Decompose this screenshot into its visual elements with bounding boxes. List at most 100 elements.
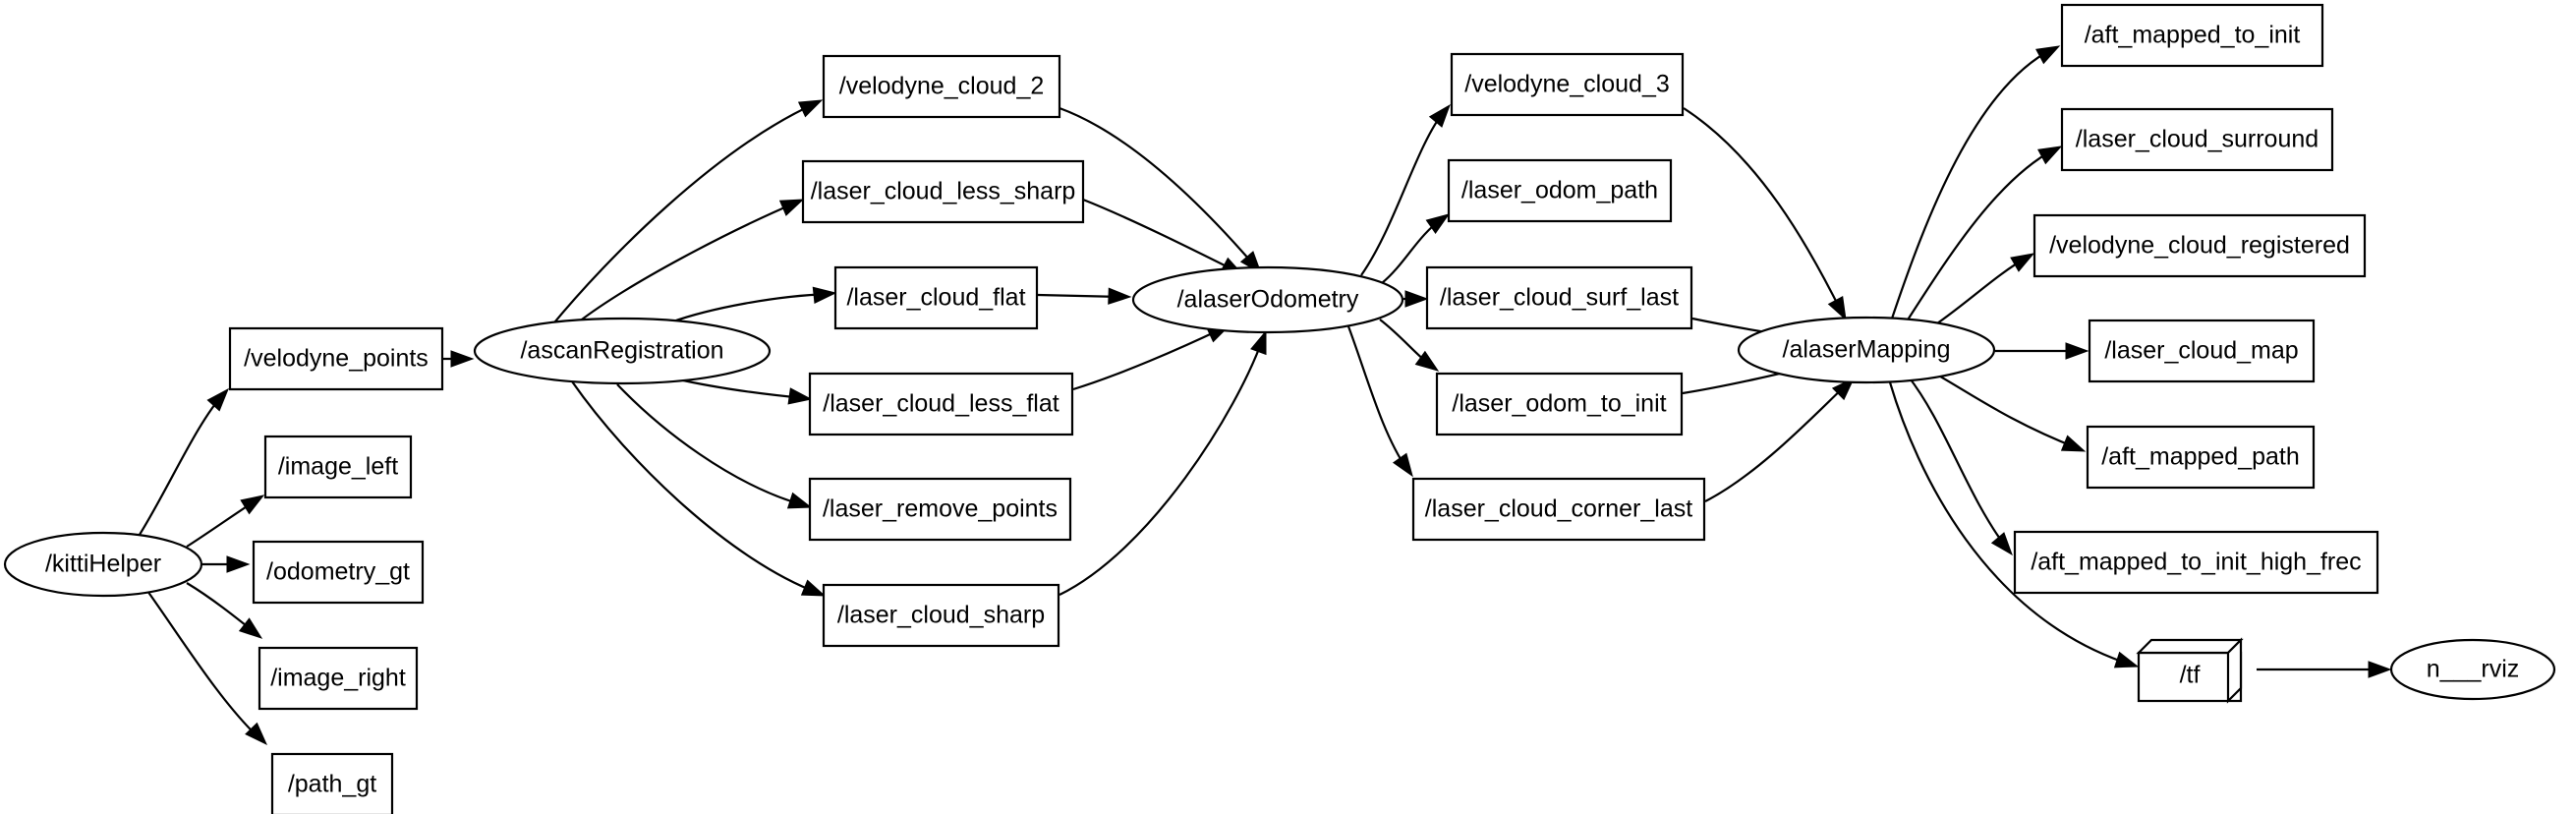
graph-node-velodyne_points[interactable]: /velodyne_points [228,326,444,391]
edge-line [669,292,830,324]
node-label: /laser_cloud_less_sharp [811,178,1076,205]
edge-arrowhead-icon [2060,435,2087,452]
node-ellipse[interactable] [2389,638,2556,701]
graph-edge [1403,290,1429,308]
edge-line [571,380,819,595]
graph-node-aft_mapped_path[interactable]: /aft_mapped_path [2086,425,2316,490]
graph-node-laser_cloud_surround[interactable]: /laser_cloud_surround [2060,107,2334,172]
edge-arrowhead-icon [1831,377,1856,401]
edge-arrowhead-icon [2037,145,2063,165]
graph-node-velodyne_cloud_registered[interactable]: /velodyne_cloud_registered [2032,213,2367,278]
graph-node-laser_odom_path[interactable]: /laser_odom_path [1447,158,1673,223]
node-label: /laser_cloud_sharp [837,602,1045,629]
graph-node-laser_remove_points[interactable]: /laser_remove_points [808,477,1072,542]
graph-node-aft_mapped_to_init_high_frec[interactable]: /aft_mapped_to_init_high_frec [2013,530,2379,595]
graph-node-alaserMapping[interactable]: /alaserMapping [1737,316,1996,384]
node-box[interactable] [252,540,425,605]
node-box[interactable] [270,752,394,814]
node-box[interactable] [1435,372,1684,436]
edges-layer [137,45,2392,746]
node-box3d-top [2136,638,2244,655]
nodes-layer: /kittiHelper/velodyne_points/image_left /… [3,3,2556,814]
graph-node-kittiHelper[interactable]: /kittiHelper [3,531,203,598]
graph-node-velodyne_cloud_3[interactable]: /velodyne_cloud_3 [1450,52,1685,117]
graph-edge [1059,329,1267,596]
graph-edge [1995,342,2089,360]
edge-arrowhead-icon [2035,45,2061,65]
graph-node-laser_cloud_sharp[interactable]: /laser_cloud_sharp [822,583,1060,648]
graph-node-image_left[interactable]: /image_left [263,435,413,499]
graph-edge [549,99,824,328]
node-label: /laser_remove_points [823,495,1058,523]
edge-arrowhead-icon [206,387,229,412]
node-box[interactable] [1425,265,1693,330]
edge-line [1904,148,2055,325]
node-box[interactable] [2013,530,2379,595]
node-box[interactable] [808,372,1074,436]
edge-line [1890,48,2053,320]
node-label: /aft_mapped_to_init [2085,22,2301,49]
edge-line [549,101,817,328]
node-box[interactable] [228,326,444,391]
edge-line [1888,381,2132,667]
graph-edge [186,494,265,548]
node-box[interactable] [1450,52,1685,117]
graph-node-tf[interactable]: /tf [2136,637,2244,704]
graph-node-laser_cloud_map[interactable]: /laser_cloud_map [2088,319,2316,383]
node-ellipse[interactable] [3,531,203,598]
edge-arrowhead-icon [2368,661,2392,678]
graph-node-laser_cloud_corner_last[interactable]: /laser_cloud_corner_last [1411,477,1706,542]
node-label: /laser_cloud_surround [2076,126,2318,153]
graph-edge [1346,325,1413,478]
node-box[interactable] [833,265,1039,330]
node-box[interactable] [2032,213,2367,278]
graph-node-alaserOdometry[interactable]: /alaserOdometry [1131,265,1404,334]
edge-arrowhead-icon [797,99,824,118]
node-box[interactable] [808,477,1072,542]
graph-node-laser_cloud_surf_last[interactable]: /laser_cloud_surf_last [1425,265,1693,330]
edge-line [1907,375,2008,550]
graph-node-laser_cloud_flat[interactable]: /laser_cloud_flat [833,265,1039,330]
edge-line [1082,198,1237,272]
edge-arrowhead-icon [2065,342,2089,360]
graph-edge [1904,145,2063,325]
node-label: /velodyne_cloud_registered [2049,232,2350,260]
node-ellipse[interactable] [1131,265,1404,334]
node-ellipse[interactable] [473,317,772,385]
graph-node-odometry_gt[interactable]: /odometry_gt [252,540,425,605]
edge-line [616,383,805,507]
node-label: /laser_odom_path [1461,177,1658,204]
node-label: /laser_cloud_corner_last [1425,495,1692,523]
node-label: /odometry_gt [266,558,410,586]
graph-node-laser_odom_to_init[interactable]: /laser_odom_to_init [1435,372,1684,436]
graph-node-path_gt[interactable]: /path_gt [270,752,394,814]
edge-arrowhead-icon [786,492,813,509]
graph-node-laser_cloud_less_sharp[interactable]: /laser_cloud_less_sharp [801,159,1085,224]
node-box[interactable] [801,159,1085,224]
node-box[interactable] [1447,158,1673,223]
node-box3d-face[interactable] [2137,651,2243,703]
node-label: /image_right [270,665,406,692]
graph-edge [1683,107,1847,321]
node-box[interactable] [2060,107,2334,172]
node-box[interactable] [258,646,419,711]
graph-node-ascanRegistration[interactable]: /ascanRegistration [473,317,772,385]
node-ellipse[interactable] [1737,316,1996,384]
node-label: /laser_cloud_less_flat [823,390,1059,418]
graph-node-velodyne_cloud_2[interactable]: /velodyne_cloud_2 [822,54,1061,119]
node-box[interactable] [1411,477,1706,542]
node-box[interactable] [822,583,1060,648]
node-box[interactable] [2086,425,2316,490]
node-box[interactable] [2088,319,2316,383]
graph-node-aft_mapped_to_init[interactable]: /aft_mapped_to_init [2060,3,2324,68]
graph-node-image_right[interactable]: /image_right [258,646,419,711]
node-box[interactable] [822,54,1061,119]
graph-node-laser_cloud_less_flat[interactable]: /laser_cloud_less_flat [808,372,1074,436]
graph-edge [669,286,837,324]
graph-node-n_rviz[interactable]: n___rviz [2389,638,2556,701]
node-box[interactable] [263,435,413,499]
node-box[interactable] [2060,3,2324,68]
edge-arrowhead-icon [1250,329,1267,356]
graph-edge [1360,103,1451,276]
